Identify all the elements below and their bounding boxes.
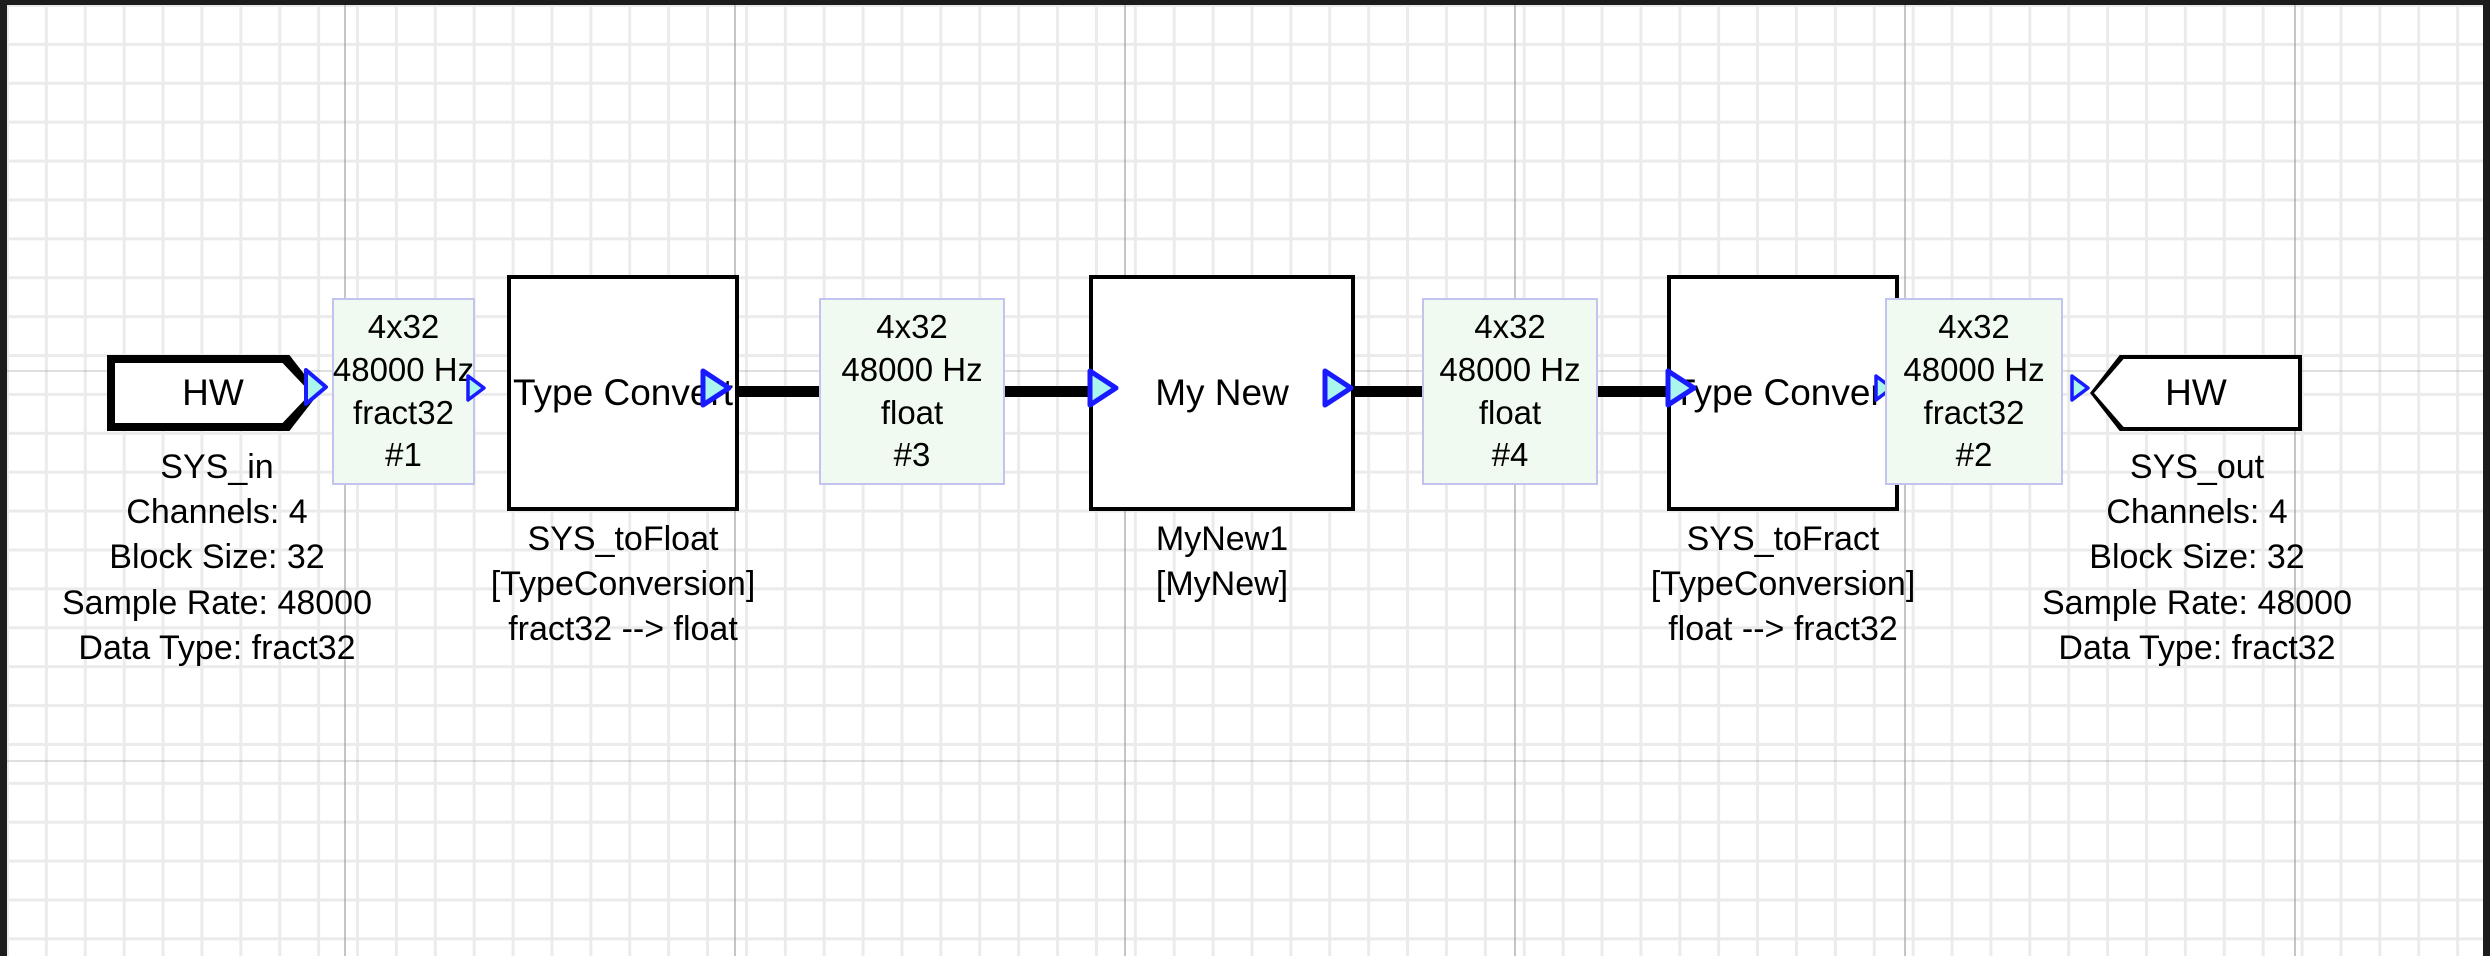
- block-sys-in[interactable]: HW: [107, 355, 319, 431]
- signal-label-4[interactable]: 4x32 48000 Hz float #4: [1422, 298, 1598, 485]
- signal-3-dims: 4x32: [876, 307, 948, 345]
- caption-sys-tofract-line-0: SYS_toFract: [1686, 520, 1880, 558]
- caption-mynew1-line-0: MyNew1: [1155, 520, 1289, 558]
- port-sys-tofloat-output[interactable]: [699, 367, 733, 409]
- port-sys-out-input[interactable]: [2069, 373, 2091, 403]
- signal-1-dims: 4x32: [367, 307, 440, 345]
- port-sys-tofract-input[interactable]: [1664, 367, 1698, 409]
- caption-sys-tofloat: SYS_toFloat [TypeConversion] fract32 -->…: [373, 517, 873, 653]
- caption-sys-in-line-1: Channels: 4: [126, 493, 308, 532]
- caption-sys-tofloat-line-0: SYS_toFloat: [527, 520, 719, 558]
- caption-sys-out-line-1: Channels: 4: [2106, 493, 2288, 532]
- signal-4-index: #4: [1491, 436, 1529, 474]
- block-sys-in-body: HW: [115, 363, 311, 423]
- signal-1-index: #1: [385, 436, 422, 474]
- signal-4-dims: 4x32: [1474, 307, 1546, 345]
- caption-sys-tofloat-line-1: [TypeConversion]: [490, 565, 756, 604]
- signal-2-rate: 48000 Hz: [1903, 350, 2045, 388]
- wire-sig3-to-mynew[interactable]: [1004, 386, 1104, 397]
- port-sys-tofloat-input[interactable]: [465, 373, 487, 403]
- block-sys-out-label: HW: [2165, 372, 2227, 413]
- block-sys-tofloat-label: Type Convert: [513, 372, 733, 415]
- port-mynew1-output[interactable]: [1321, 367, 1355, 409]
- block-sys-tofloat[interactable]: Type Convert: [507, 275, 739, 511]
- caption-sys-tofract: SYS_toFract [TypeConversion] float --> f…: [1533, 517, 2033, 653]
- block-mynew1-label: My New: [1155, 372, 1289, 415]
- block-sys-tofloat-label-line-0: Type: [512, 371, 594, 413]
- signal-label-3[interactable]: 4x32 48000 Hz float #3: [819, 298, 1005, 485]
- port-mynew1-input[interactable]: [1086, 367, 1120, 409]
- caption-sys-in-line-4: Data Type: fract32: [78, 628, 356, 667]
- caption-sys-in: SYS_in Channels: 4 Block Size: 32 Sample…: [7, 445, 467, 671]
- port-sys-in-output[interactable]: [303, 367, 329, 407]
- block-sys-tofract-label-line-1: Convert: [1763, 371, 1894, 413]
- wire-mynew-to-sig4[interactable]: [1347, 386, 1439, 397]
- caption-sys-out-line-4: Data Type: fract32: [2058, 628, 2336, 667]
- signal-3-type: float: [880, 393, 944, 431]
- caption-sys-in-line-0: SYS_in: [160, 448, 274, 486]
- signal-2-type: fract32: [1923, 393, 2025, 431]
- caption-sys-out-line-3: Sample Rate: 48000: [2042, 583, 2352, 622]
- caption-sys-in-line-2: Block Size: 32: [109, 538, 325, 577]
- signal-label-2[interactable]: 4x32 48000 Hz fract32 #2: [1885, 298, 2063, 485]
- block-sys-out-body: HW: [2094, 359, 2298, 427]
- wire-sig4-to-toFract[interactable]: [1585, 386, 1685, 397]
- block-sys-tofract-label: Type Convert: [1673, 372, 1893, 415]
- wire-toFloat-to-sig3[interactable]: [729, 386, 833, 397]
- caption-sys-in-line-3: Sample Rate: 48000: [62, 583, 372, 622]
- signal-label-1[interactable]: 4x32 48000 Hz fract32 #1: [332, 298, 475, 485]
- caption-mynew1-line-1: [MyNew]: [1155, 565, 1289, 604]
- signal-4-rate: 48000 Hz: [1439, 350, 1581, 388]
- block-sys-in-label: HW: [182, 372, 244, 413]
- signal-1-rate: 48000 Hz: [332, 350, 475, 388]
- caption-sys-tofract-line-2: float --> fract32: [1668, 610, 1898, 649]
- signal-2-dims: 4x32: [1938, 307, 2010, 345]
- block-sys-out[interactable]: HW: [2090, 355, 2302, 431]
- block-sys-tofract[interactable]: Type Convert: [1667, 275, 1899, 511]
- port-sys-tofract-output[interactable]: [1873, 373, 1895, 403]
- signal-2-index: #2: [1955, 436, 1993, 474]
- block-mynew1-label-line-0: My New: [1155, 371, 1289, 413]
- caption-sys-tofloat-line-2: fract32 --> float: [508, 610, 738, 649]
- caption-sys-out-line-2: Block Size: 32: [2089, 538, 2305, 577]
- caption-sys-tofract-line-1: [TypeConversion]: [1650, 565, 1916, 604]
- caption-mynew1: MyNew1 [MyNew]: [972, 517, 1472, 607]
- block-mynew1[interactable]: My New: [1089, 275, 1355, 511]
- signal-3-index: #3: [893, 436, 931, 474]
- signal-1-type: fract32: [353, 393, 454, 431]
- caption-sys-out-line-0: SYS_out: [2129, 448, 2265, 486]
- signal-3-rate: 48000 Hz: [841, 350, 983, 388]
- caption-sys-out: SYS_out Channels: 4 Block Size: 32 Sampl…: [1947, 445, 2447, 671]
- signal-4-type: float: [1478, 393, 1542, 431]
